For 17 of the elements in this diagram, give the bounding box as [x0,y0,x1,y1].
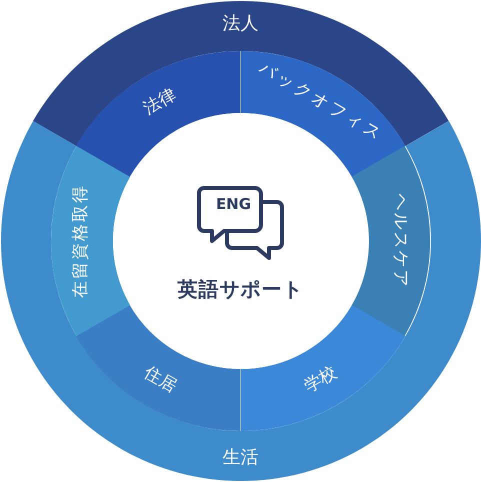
segment-label: 法人 [222,15,258,33]
segment-label: 住居 [142,364,180,396]
segment-label: 生活 [222,449,258,467]
segment-label: 学校 [302,364,340,396]
center-title: 英語サポート [178,276,304,303]
icon-label: ENG [214,197,252,212]
ring-segment [76,305,240,431]
segment-label: 法律 [142,86,180,118]
segment-label: ヘルスケア [392,194,409,288]
segment-label: 在留資格取得 [72,184,89,298]
ring-segment [50,146,130,336]
ring-segment [240,51,406,177]
ring-segment [32,1,448,146]
ring-segment [351,146,430,336]
segment-label: バックオフィス [256,60,386,145]
ring-segment [240,305,406,431]
ring-segment [76,51,240,177]
